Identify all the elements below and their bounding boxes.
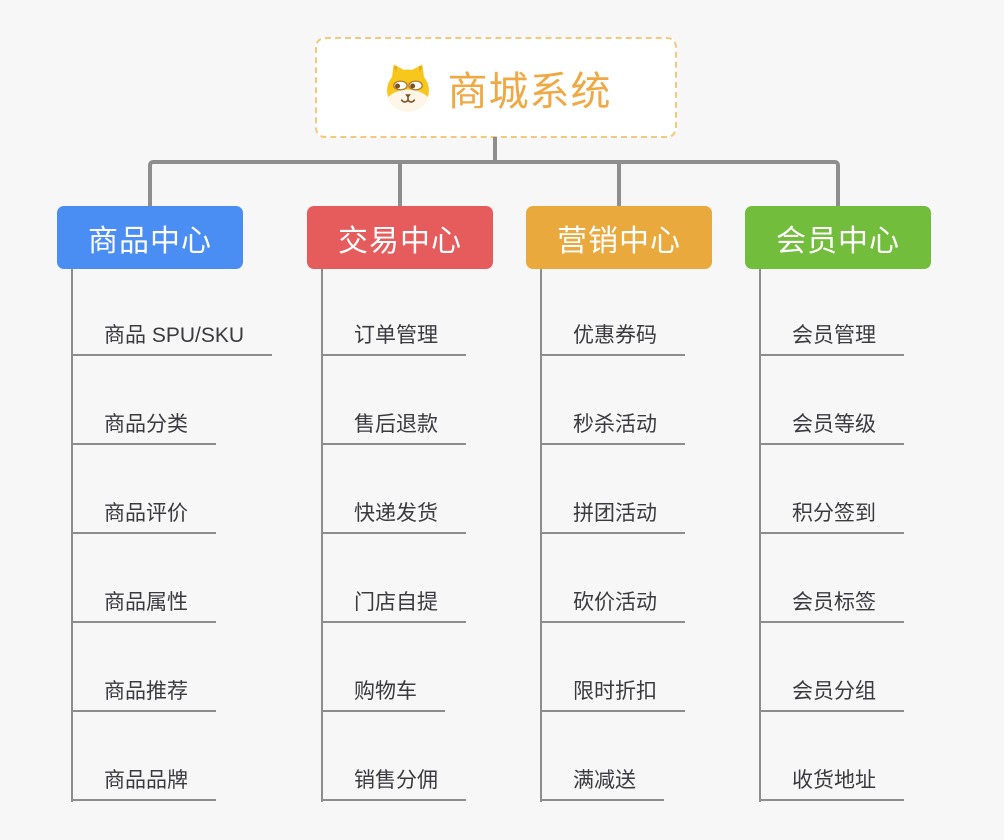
child-node[interactable]: 购物车 [321, 676, 445, 712]
child-node[interactable]: 商品评价 [71, 498, 216, 534]
child-node[interactable]: 门店自提 [321, 587, 466, 623]
child-node[interactable]: 积分签到 [759, 498, 904, 534]
branch-trade-center[interactable]: 交易中心 [307, 206, 493, 269]
branch-product-center[interactable]: 商品中心 [57, 206, 243, 269]
spine-member-center [759, 269, 761, 802]
child-node[interactable]: 商品属性 [71, 587, 216, 623]
root-node[interactable]: 商城系统 [315, 37, 677, 138]
child-node[interactable]: 商品 SPU/SKU [71, 320, 273, 356]
child-node[interactable]: 会员管理 [759, 320, 904, 356]
branch-marketing-center[interactable]: 营销中心 [526, 206, 712, 269]
connector-bus [148, 160, 840, 207]
child-node[interactable]: 商品推荐 [71, 676, 216, 712]
child-node[interactable]: 售后退款 [321, 409, 466, 445]
branch-member-center[interactable]: 会员中心 [745, 206, 931, 269]
dog-face-icon [381, 62, 435, 114]
root-title: 商城系统 [447, 69, 612, 114]
child-node[interactable]: 限时折扣 [540, 676, 685, 712]
child-node[interactable]: 订单管理 [321, 320, 466, 356]
spine-trade-center [321, 269, 323, 802]
child-node[interactable]: 收货地址 [759, 765, 904, 801]
connector-branch3-drop [617, 163, 621, 207]
child-node[interactable]: 商品品牌 [71, 765, 216, 801]
child-node[interactable]: 会员分组 [759, 676, 904, 712]
child-node[interactable]: 满减送 [540, 765, 664, 801]
child-node[interactable]: 会员等级 [759, 409, 904, 445]
child-node[interactable]: 砍价活动 [540, 587, 685, 623]
child-node[interactable]: 拼团活动 [540, 498, 685, 534]
spine-product-center [71, 269, 73, 802]
child-node[interactable]: 优惠券码 [540, 320, 685, 356]
child-node[interactable]: 快递发货 [321, 498, 466, 534]
spine-marketing-center [540, 269, 542, 802]
connector-root-drop [493, 137, 497, 161]
child-node[interactable]: 销售分佣 [321, 765, 466, 801]
child-node[interactable]: 会员标签 [759, 587, 904, 623]
child-node[interactable]: 秒杀活动 [540, 409, 685, 445]
child-node[interactable]: 商品分类 [71, 409, 216, 445]
connector-branch2-drop [398, 163, 402, 207]
